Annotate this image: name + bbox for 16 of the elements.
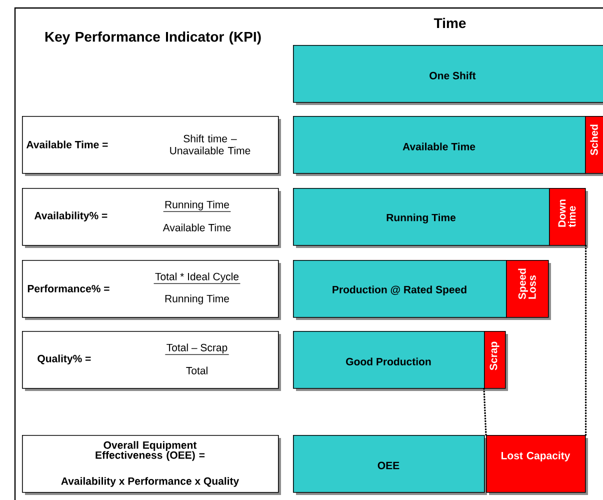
formula-box: Overall Equipment Effectiveness (OEE) = Availability x Performance x Quality xyxy=(22,435,281,495)
loss-bar: Lost Capacity xyxy=(486,435,588,495)
loss-bar: Speed Loss xyxy=(506,260,551,320)
formula-box: Available Time = Shift time – Unavailable Time xyxy=(22,116,281,176)
time-bar: One Shift xyxy=(293,45,603,105)
loss-bar: Sched xyxy=(585,116,603,176)
guide-line xyxy=(584,244,587,436)
loss-bar: Down time xyxy=(549,188,588,248)
loss-bar: Scrap xyxy=(484,331,508,391)
column-heading: Time xyxy=(434,18,466,28)
formula-box: Availability% = Running Time Available Time xyxy=(22,188,281,248)
time-bar: OEE xyxy=(293,435,487,495)
guide-line xyxy=(483,388,487,436)
formula-box: Quality% = Total – Scrap Total xyxy=(22,331,281,391)
heading: Key Performance Indicator (KPI) xyxy=(45,31,261,45)
formula-box: Performance% = Total * Ideal Cycle Running Time xyxy=(22,260,281,320)
